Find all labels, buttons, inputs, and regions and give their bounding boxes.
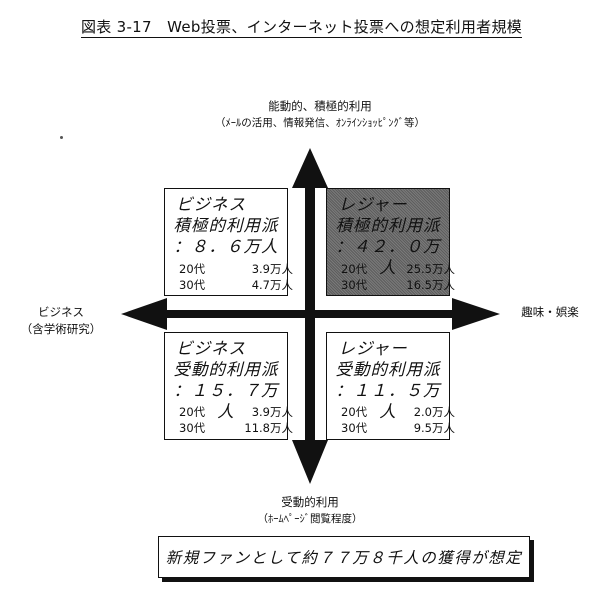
row-age: 30代 — [341, 278, 368, 292]
quadrant-line2: 受動的利用派 — [173, 360, 279, 379]
row-age: 30代 — [179, 421, 206, 435]
row-value: 3.9万人 — [251, 405, 293, 419]
right-axis-title: 趣味・娯楽 — [521, 305, 579, 319]
quadrant-row: 20代 3.9万人 — [179, 405, 293, 420]
quadrant-row: 20代 25.5万人 — [341, 262, 455, 277]
quadrant-row: 30代 4.7万人 — [179, 278, 293, 293]
quadrant-row: 20代 3.9万人 — [179, 262, 293, 277]
quadrant-total: ：１５．７万人 — [173, 381, 279, 421]
bottom-axis-title: 受動的利用 — [281, 495, 339, 509]
row-value: 3.9万人 — [251, 262, 293, 276]
quadrant-total: ：４２．０万人 — [335, 237, 441, 277]
row-age: 20代 — [341, 262, 368, 276]
scan-speck — [60, 136, 63, 139]
quadrant-line2: 積極的利用派 — [173, 216, 279, 235]
top-axis-subtitle: （ﾒｰﾙの活用、情報発信、ｵﾝﾗｲﾝｼｮｯﾋﾟﾝｸﾞ等） — [215, 117, 425, 129]
row-value: 9.5万人 — [413, 421, 455, 435]
figure-title: 図表 3-17 Web投票、インターネット投票への想定利用者規模 — [0, 16, 603, 38]
left-axis-subtitle: （含学術研究） — [20, 322, 102, 336]
quadrant-line1: ビジネス — [176, 339, 246, 358]
row-value: 25.5万人 — [406, 262, 455, 276]
quadrant-total: ：８．６万人 — [173, 237, 279, 256]
bottom-axis-label: 受動的利用 （ﾎｰﾑﾍﾟｰｼﾞ閲覧程度） — [220, 494, 400, 528]
top-axis-title: 能動的、積極的利用 — [268, 99, 372, 113]
summary-text: 新規ファンとして約７７万８千人の獲得が想定 — [165, 549, 523, 567]
right-axis-label: 趣味・娯楽 — [510, 304, 590, 321]
left-axis-label: ビジネス （含学術研究） — [6, 304, 116, 338]
row-age: 20代 — [179, 262, 206, 276]
row-value: 11.8万人 — [244, 421, 293, 435]
row-value: 16.5万人 — [406, 278, 455, 292]
quadrant-line1: レジャー — [338, 195, 408, 214]
quadrant-total: ：１１．５万人 — [335, 381, 441, 421]
row-age: 20代 — [341, 405, 368, 419]
quadrant-row: 20代 2.0万人 — [341, 405, 455, 420]
left-axis-title: ビジネス — [38, 305, 84, 319]
row-value: 2.0万人 — [413, 405, 455, 419]
row-age: 20代 — [179, 405, 206, 419]
quadrant-row: 30代 11.8万人 — [179, 421, 293, 436]
quadrant-line1: ビジネス — [176, 195, 246, 214]
row-value: 4.7万人 — [251, 278, 293, 292]
row-age: 30代 — [341, 421, 368, 435]
quadrant-line2: 受動的利用派 — [335, 360, 441, 379]
quadrant-row: 30代 16.5万人 — [341, 278, 455, 293]
top-axis-label: 能動的、積極的利用 （ﾒｰﾙの活用、情報発信、ｵﾝﾗｲﾝｼｮｯﾋﾟﾝｸﾞ等） — [200, 98, 440, 132]
quadrant-business-passive: ビジネス 受動的利用派 ：１５．７万人 20代 3.9万人 30代 11.8万人 — [164, 332, 293, 440]
figure-title-text: 図表 3-17 Web投票、インターネット投票への想定利用者規模 — [80, 18, 523, 38]
horizontal-axis-arrow — [121, 298, 500, 330]
summary-box: 新規ファンとして約７７万８千人の獲得が想定 — [158, 536, 530, 578]
row-age: 30代 — [179, 278, 206, 292]
quadrant-row: 30代 9.5万人 — [341, 421, 455, 436]
quadrant-line1: レジャー — [338, 339, 408, 358]
quadrant-line2: 積極的利用派 — [335, 216, 441, 235]
quadrant-leisure-passive: レジャー 受動的利用派 ：１１．５万人 20代 2.0万人 30代 9.5万人 — [326, 332, 455, 440]
quadrant-leisure-active: レジャー 積極的利用派 ：４２．０万人 20代 25.5万人 30代 16.5万人 — [326, 188, 455, 296]
quadrant-business-active: ビジネス 積極的利用派 ：８．６万人 20代 3.9万人 30代 4.7万人 — [164, 188, 293, 296]
bottom-axis-subtitle: （ﾎｰﾑﾍﾟｰｼﾞ閲覧程度） — [257, 513, 363, 525]
